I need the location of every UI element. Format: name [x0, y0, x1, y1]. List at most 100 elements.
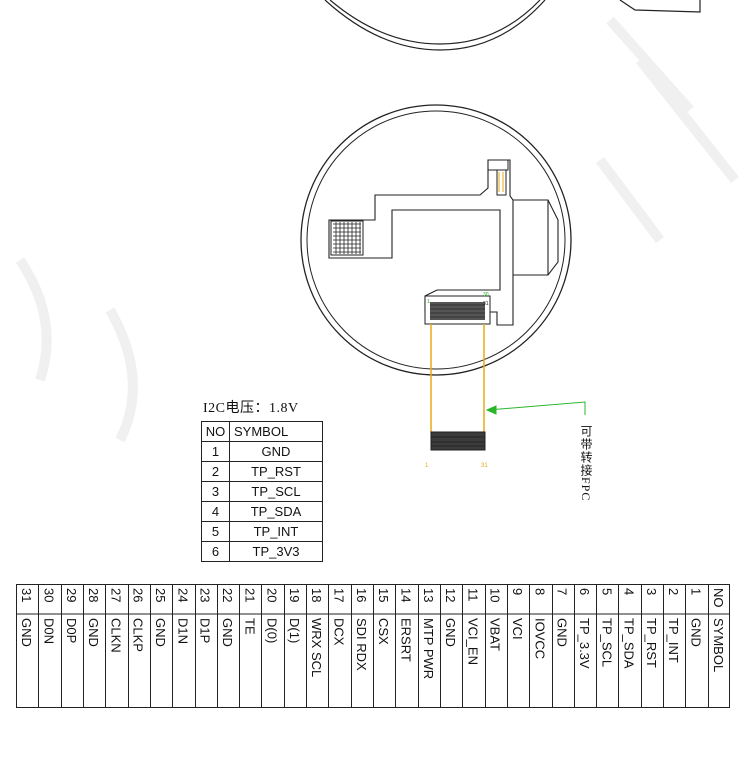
i2c-voltage-label: I2C电压：1.8V: [203, 401, 299, 416]
fpc-pin1-label: 1: [425, 463, 429, 469]
pin-number: 6: [577, 588, 592, 595]
pin-symbol: TP_SDA: [229, 501, 323, 522]
watermark: [15, 16, 739, 443]
pin-symbol: VBAT: [488, 618, 503, 651]
pin-symbol: ERSRT: [398, 618, 413, 662]
pin-number: 16: [354, 588, 369, 602]
pin-symbol: SDI RDX: [354, 618, 369, 671]
pin-number: 5: [599, 588, 614, 595]
pin-number: 29: [64, 588, 79, 602]
pin-symbol: WRX SCL: [309, 618, 324, 677]
pin-symbol: D0P: [64, 618, 79, 643]
pin-number: 23: [198, 588, 213, 602]
pin-number: 11: [465, 588, 480, 602]
pin-symbol: DCX: [332, 618, 347, 646]
pin-no: 6: [201, 541, 230, 562]
pin-symbol: TP_3.3V: [577, 618, 592, 669]
pin-no: 4: [201, 501, 230, 522]
pin-number: 30: [41, 588, 56, 602]
svg-text:30: 30: [483, 292, 489, 298]
pin-number: 10: [488, 588, 503, 602]
pin-no: 1: [201, 441, 230, 462]
pin-symbol: VCI: [510, 618, 525, 640]
pin-symbol: D1N: [175, 618, 190, 644]
header-no: NO: [201, 421, 230, 442]
fpc-pin31-label: 31: [481, 463, 488, 469]
pin-number: 22: [220, 588, 235, 602]
pin-header-symbol: SYMBOL: [711, 618, 726, 672]
contact-pad-left: [330, 220, 364, 256]
pin-symbol: TP_3V3: [229, 541, 323, 562]
adapter-fpc-connector: 1 31: [425, 431, 488, 469]
pin-number: 3: [644, 588, 659, 595]
pin-symbol: D(0): [265, 618, 280, 643]
pin-header-no: NO: [711, 588, 726, 608]
pin-number: 12: [443, 588, 458, 602]
round-display: [300, 104, 572, 376]
pin-symbol: VCI_EN: [465, 618, 480, 665]
pin-number: 2: [666, 588, 681, 595]
top-display-circle: [324, 0, 701, 51]
pin-symbol: TP_SCL: [229, 481, 323, 502]
pin-number: 17: [332, 588, 347, 602]
pin-number: 4: [622, 588, 637, 595]
pin-number: 25: [153, 588, 168, 602]
fpc-note: 可带转接FPC: [579, 425, 593, 502]
pin-symbol: GND: [229, 441, 323, 462]
svg-text:1: 1: [427, 299, 430, 305]
pin-number: 26: [131, 588, 146, 602]
pin-symbol: GND: [19, 618, 34, 647]
pin-number: 28: [86, 588, 101, 602]
pin-number: 1: [689, 588, 704, 595]
pin-number: 9: [510, 588, 525, 595]
pin-symbol: CSX: [376, 618, 391, 645]
pin-symbol: D0N: [41, 618, 56, 644]
pin-no: 2: [201, 461, 230, 482]
pin-number: 27: [108, 588, 123, 602]
pin-number: 14: [398, 588, 413, 602]
callout-arrow: [485, 401, 586, 415]
adapter-fpc: [430, 324, 485, 433]
pin-symbol: TP_RST: [229, 461, 323, 482]
pin-symbol: TP_SCL: [599, 618, 614, 667]
pin-number: 24: [175, 588, 190, 602]
header-symbol: SYMBOL: [229, 421, 323, 442]
pin-number: 21: [242, 588, 257, 602]
pin-symbol: CLKP: [131, 618, 146, 652]
pin-number: 19: [287, 588, 302, 602]
pin-number: 8: [532, 588, 547, 595]
flex-cable: [328, 159, 559, 326]
pin-symbol: MTP PWR: [421, 618, 436, 679]
pin-symbol: GND: [443, 618, 458, 647]
pin-symbol: CLKN: [108, 618, 123, 653]
top-connector: [487, 159, 509, 196]
pin-symbol: TP_INT: [666, 618, 681, 663]
pin-symbol: IOVCC: [532, 618, 547, 659]
pin-symbol: GND: [220, 618, 235, 647]
pin-symbol: TP_RST: [644, 618, 659, 668]
board-connector: 30 31 1: [424, 292, 491, 325]
svg-text:31: 31: [483, 301, 489, 307]
pin-symbol: D1P: [198, 618, 213, 643]
pin-number: 18: [309, 588, 324, 602]
pin-number: 31: [19, 588, 34, 602]
pin-symbol: GND: [555, 618, 570, 647]
pin-symbol: GND: [86, 618, 101, 647]
pin-number: 15: [376, 588, 391, 602]
pin-number: 13: [421, 588, 436, 602]
pin-number: 7: [555, 588, 570, 595]
table-header-row: NO SYMBOL: [201, 421, 323, 442]
pin-symbol: D(1): [287, 618, 302, 643]
pin-no: 3: [201, 481, 230, 502]
pin-symbol: TP_INT: [229, 521, 323, 542]
pin-number: 20: [265, 588, 280, 602]
pin-symbol: GND: [153, 618, 168, 647]
